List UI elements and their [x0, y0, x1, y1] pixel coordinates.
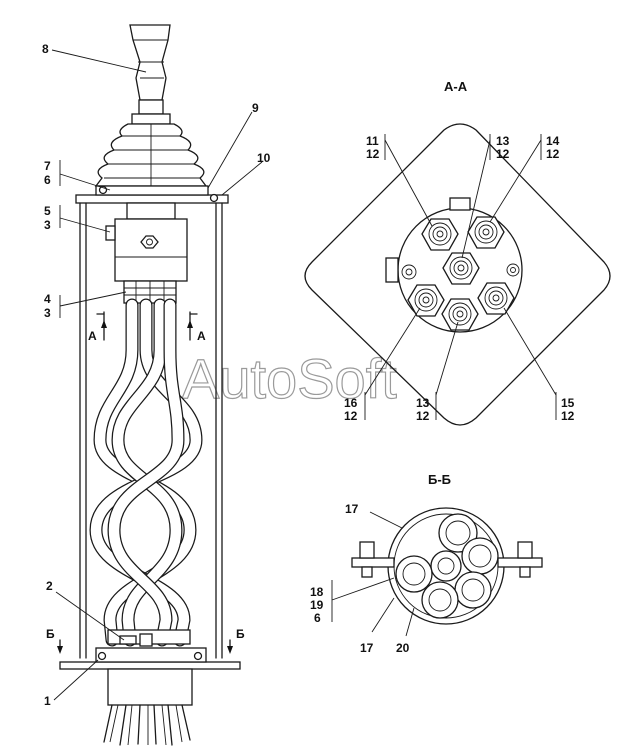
label-bb-19: 19	[310, 598, 324, 612]
label-6: 6	[44, 173, 51, 187]
joystick-assembly: А А Б Б 8 9 10 7 6 5 3 4 3 2 1	[42, 24, 271, 746]
section-b-b: Б-Б 17 18 19 6 17 20	[310, 472, 543, 655]
label-1: 1	[44, 694, 51, 708]
label-aa-13b-12: 12	[416, 409, 430, 423]
bottom-plate	[59, 661, 241, 670]
label-bb-17-top: 17	[345, 502, 359, 516]
cables-cross-section	[395, 513, 499, 619]
switch-housing	[114, 218, 188, 282]
label-8: 8	[42, 42, 49, 56]
terminal-13b	[441, 298, 479, 331]
label-bb-6: 6	[314, 611, 321, 625]
cut-a-right: А	[197, 329, 206, 343]
label-aa-15-12: 12	[561, 409, 575, 423]
label-aa-13: 13	[496, 134, 510, 148]
mounting-plate-diamond	[304, 123, 611, 426]
terminal-13	[442, 252, 480, 285]
label-4: 4	[44, 292, 51, 306]
label-9: 9	[252, 101, 259, 115]
label-10: 10	[257, 151, 271, 165]
label-bb-18: 18	[310, 585, 324, 599]
label-3-bottom: 3	[44, 306, 51, 320]
mounting-plate	[75, 194, 229, 204]
terminal-16	[407, 284, 445, 317]
handle-stem	[138, 99, 164, 115]
label-aa-15: 15	[561, 396, 575, 410]
label-7: 7	[44, 159, 51, 173]
section-a-a: А-А	[304, 79, 611, 426]
section-b-b-title: Б-Б	[428, 472, 451, 487]
label-bb-20: 20	[396, 641, 410, 655]
label-aa-14: 14	[546, 134, 560, 148]
label-aa-11: 11	[366, 134, 379, 148]
label-3-top: 3	[44, 218, 51, 232]
bottom-connector	[107, 668, 193, 706]
label-5: 5	[44, 204, 51, 218]
cut-b-left: Б	[46, 627, 55, 641]
label-bb-17-bottom: 17	[360, 641, 374, 655]
label-aa-16: 16	[344, 396, 358, 410]
section-a-a-title: А-А	[444, 79, 468, 94]
label-aa-13-12: 12	[496, 147, 510, 161]
label-aa-13b: 13	[416, 396, 430, 410]
cut-a-left: А	[88, 329, 97, 343]
label-2: 2	[46, 579, 53, 593]
label-aa-14-12: 12	[546, 147, 560, 161]
terminal-11	[421, 218, 459, 251]
watermark: AutoSoft	[182, 347, 397, 410]
terminal-14	[467, 216, 505, 249]
joystick-handle	[129, 24, 171, 101]
label-aa-11-12: 12	[366, 147, 380, 161]
terminal-15	[477, 282, 515, 315]
cable-bundle	[89, 298, 203, 647]
cut-b-right: Б	[236, 627, 245, 641]
label-aa-16-12: 12	[344, 409, 358, 423]
